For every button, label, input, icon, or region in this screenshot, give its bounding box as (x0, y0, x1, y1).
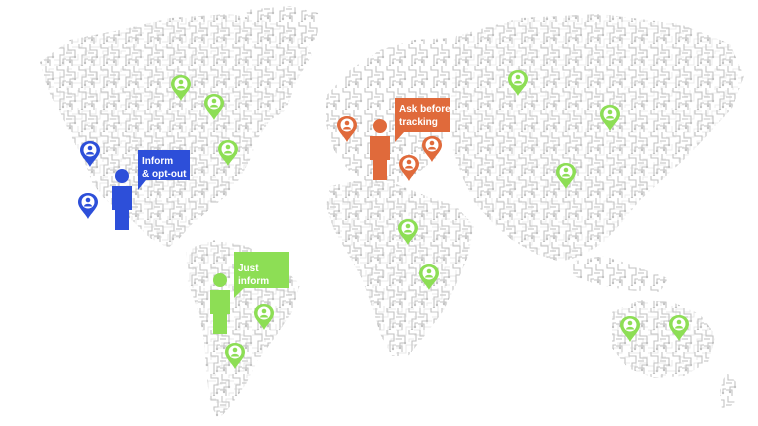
inform-opt-out-label: Inform & opt-out (142, 156, 187, 180)
location-pin-icon (218, 140, 238, 166)
location-pin-icon (80, 141, 100, 167)
green-pins (171, 70, 689, 369)
location-pin-icon (556, 163, 576, 189)
orange-speech-bubble-icon (395, 98, 450, 142)
orange-pins (337, 116, 442, 181)
north-america-landmass (40, 14, 312, 248)
location-pin-icon (600, 105, 620, 131)
blue-pins (78, 141, 100, 219)
location-pin-icon (337, 116, 357, 142)
location-pin-icon (204, 94, 224, 120)
australia-landmass (612, 300, 716, 378)
location-pin-icon (254, 304, 274, 330)
location-pin-icon (422, 136, 442, 162)
ask-before-tracking-label: Ask before tracking (399, 104, 451, 128)
asia-landmass (450, 14, 744, 262)
location-pin-icon (225, 343, 245, 369)
new-zealand-landmass (720, 372, 738, 410)
location-pin-icon (398, 219, 418, 245)
greenland-landmass (246, 6, 322, 58)
africa-landmass (326, 180, 474, 356)
blue-speech-bubble-icon (138, 150, 190, 190)
just-inform-label: Just inform (238, 263, 270, 287)
location-pin-icon (669, 315, 689, 341)
location-pin-icon (171, 75, 191, 101)
green-speech-bubble-icon (234, 252, 289, 298)
location-pin-icon (419, 264, 439, 290)
green-person-icon (210, 273, 230, 334)
continents (40, 6, 744, 420)
location-pin-icon (78, 193, 98, 219)
location-pin-icon (620, 316, 640, 342)
orange-person-icon (370, 119, 390, 180)
location-pin-icon (508, 70, 528, 96)
blue-person-icon (112, 169, 132, 230)
location-pin-icon (399, 155, 419, 181)
southeast-asia-islands (570, 256, 668, 292)
